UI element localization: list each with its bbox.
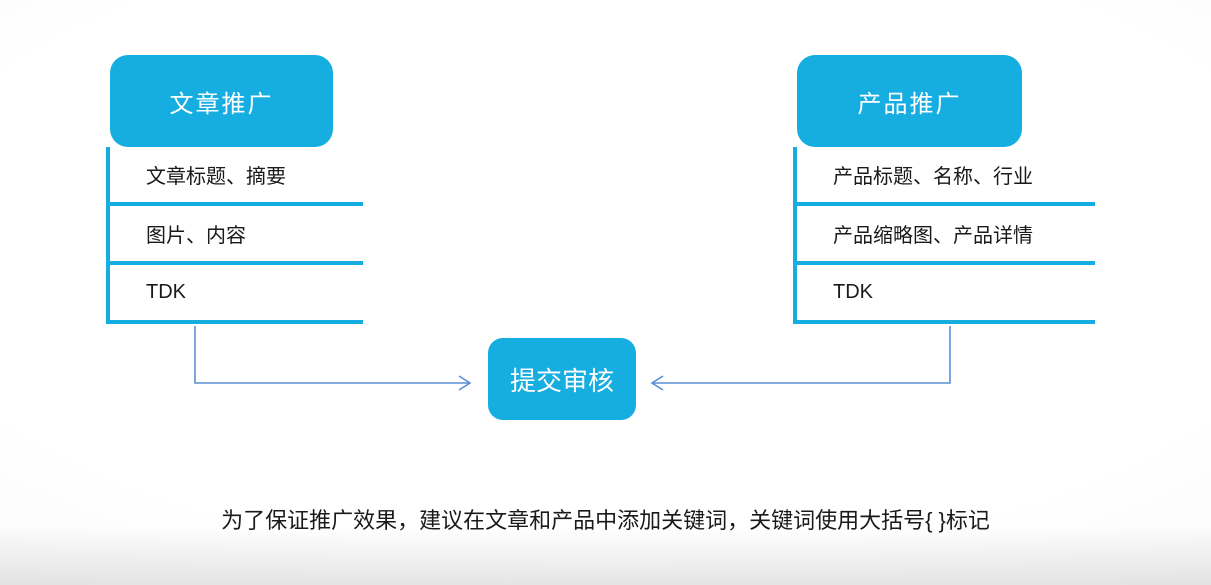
list-item: 文章标题、摘要 bbox=[110, 147, 363, 206]
list-item-label: 文章标题、摘要 bbox=[146, 166, 286, 188]
right-elbow-arrow bbox=[650, 326, 951, 391]
article-promotion-title-box: 文章推广 bbox=[110, 55, 333, 147]
list-item: TDK bbox=[110, 265, 363, 324]
article-promotion-item-list: 文章标题、摘要 图片、内容 TDK bbox=[106, 147, 363, 324]
left-elbow-arrow bbox=[194, 326, 472, 391]
list-item-label: 产品标题、名称、行业 bbox=[833, 166, 1033, 188]
list-item: 产品标题、名称、行业 bbox=[797, 147, 1095, 206]
list-item: 图片、内容 bbox=[110, 206, 363, 265]
list-item: TDK bbox=[797, 265, 1095, 324]
article-promotion-title-label: 文章推广 bbox=[169, 90, 274, 118]
submit-review-label: 提交审核 bbox=[509, 365, 614, 396]
list-item: 产品缩略图、产品详情 bbox=[797, 206, 1095, 265]
list-item-label: 产品缩略图、产品详情 bbox=[833, 225, 1033, 247]
list-item-label: 图片、内容 bbox=[146, 225, 246, 247]
product-promotion-title-label: 产品推广 bbox=[857, 90, 962, 118]
product-promotion-title-box: 产品推广 bbox=[797, 55, 1022, 147]
list-item-label: TDK bbox=[833, 281, 873, 303]
slide-caption: 为了保证推广效果，建议在文章和产品中添加关键词，关键词使用大括号{ }标记 bbox=[221, 508, 990, 533]
submit-review-box: 提交审核 bbox=[488, 338, 636, 420]
product-promotion-item-list: 产品标题、名称、行业 产品缩略图、产品详情 TDK bbox=[793, 147, 1095, 324]
list-item-label: TDK bbox=[146, 281, 186, 303]
